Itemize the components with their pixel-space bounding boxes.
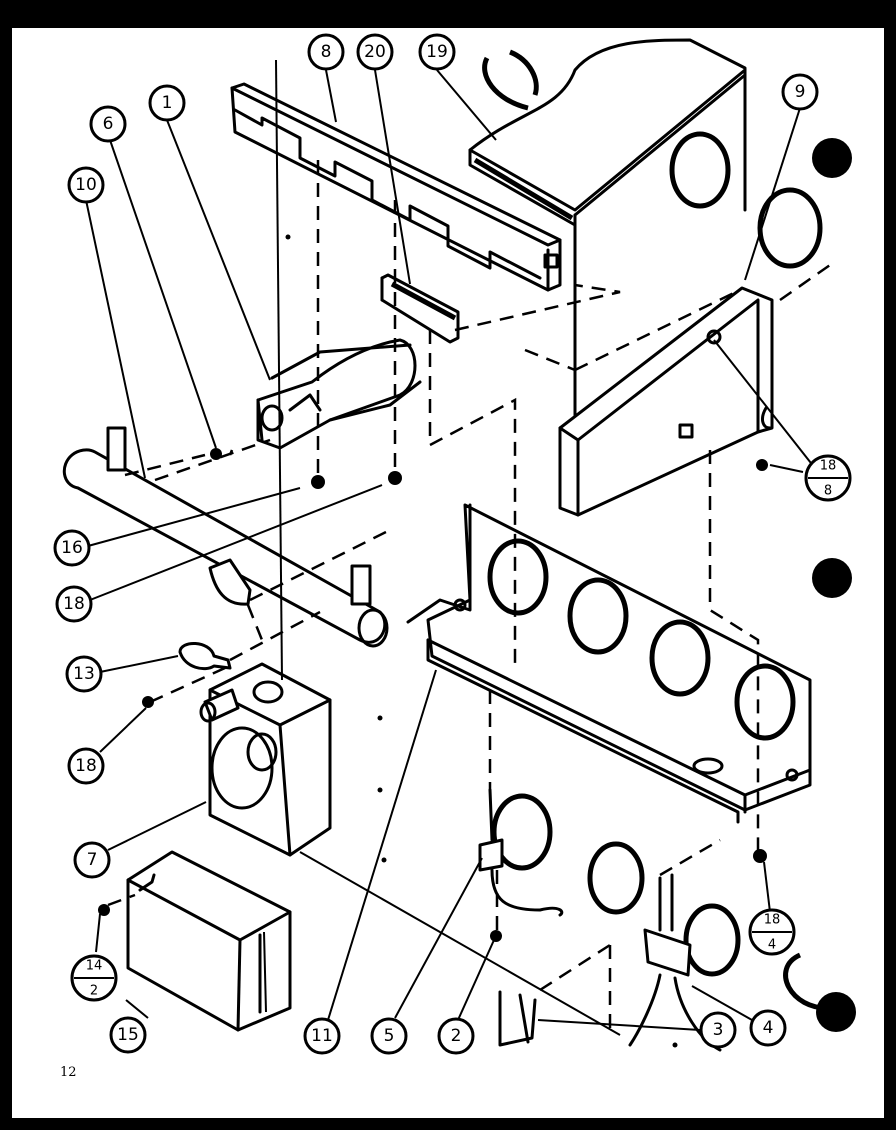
callout-8: 8: [307, 33, 345, 71]
part-4-ignitor: [628, 873, 722, 1052]
leader-lines: [85, 69, 819, 1031]
callout-15: 15: [109, 1016, 147, 1054]
callout-fraction-14-2-numerator: 14: [86, 959, 103, 974]
part-1-burner: [256, 338, 422, 450]
callout-18-b: 18: [67, 747, 105, 785]
part-13-clamp: [178, 642, 232, 671]
page-number: 12: [60, 1065, 77, 1080]
part-3-bracket: [498, 990, 537, 1047]
part-11-burner-shelf: [406, 503, 812, 824]
callout-fraction-18-8-numerator: 18: [820, 459, 837, 474]
gasket-ring-lower-4: [783, 952, 831, 1011]
callout-9-label: 9: [795, 82, 806, 102]
callout-2: 2: [437, 1017, 475, 1055]
gasket-ring-lower-1: [491, 793, 553, 871]
registration-dot-top: [812, 138, 852, 178]
callout-5-label: 5: [384, 1026, 395, 1046]
callout-fraction-18-4-numerator: 18: [764, 913, 781, 928]
callout-16: 16: [53, 529, 91, 567]
registration-dot-middle: [812, 558, 852, 598]
callout-9: 9: [781, 73, 819, 111]
callout-11: 11: [303, 1017, 341, 1055]
callout-18-a-label: 18: [63, 594, 85, 614]
callout-3-label: 3: [713, 1020, 724, 1040]
gasket-ring-upper: [757, 187, 823, 269]
callout-fraction-18-4: 18 4: [748, 908, 796, 956]
part-19-top-cover: [468, 38, 747, 442]
callout-4-label: 4: [763, 1018, 774, 1038]
callout-5: 5: [370, 1017, 408, 1055]
callout-16-label: 16: [61, 538, 83, 558]
callout-6: 6: [89, 105, 127, 143]
callout-18-a: 18: [55, 585, 93, 623]
callout-10-label: 10: [75, 175, 97, 195]
callout-10: 10: [67, 166, 105, 204]
callout-7: 7: [73, 841, 111, 879]
callout-7-label: 7: [87, 850, 98, 870]
part-5-pilot: [478, 788, 564, 917]
callout-fraction-14-2-denominator: 2: [90, 984, 98, 999]
callout-3: 3: [699, 1011, 737, 1049]
callout-19: 19: [418, 33, 456, 71]
part-8-stepped-bracket: [230, 82, 562, 292]
callout-18-b-label: 18: [75, 756, 97, 776]
callout-4: 4: [749, 1009, 787, 1047]
part-7-gas-valve: [199, 662, 332, 857]
callout-8-label: 8: [321, 42, 332, 62]
gasket-ring-lower-2: [587, 841, 645, 915]
gasket-ring-lower-3: [683, 903, 741, 977]
callout-fraction-18-8: 18 8: [804, 454, 852, 502]
callout-1-label: 1: [162, 93, 173, 113]
callout-6-label: 6: [103, 114, 114, 134]
callout-1: 1: [148, 84, 186, 122]
callout-fraction-18-8-denominator: 8: [824, 484, 832, 499]
assembly-line-vertical: [275, 59, 283, 681]
callout-fraction-14-2: 14 2: [70, 954, 118, 1002]
callout-2-label: 2: [451, 1026, 462, 1046]
assembly-line-diagonal: [299, 851, 621, 1036]
callout-20-label: 20: [364, 42, 386, 62]
callout-11-label: 11: [311, 1026, 333, 1046]
callout-15-label: 15: [117, 1025, 139, 1045]
callout-20: 20: [356, 33, 394, 71]
callout-13-label: 13: [73, 664, 95, 684]
alignment-lines: [107, 160, 831, 1030]
callout-fraction-18-4-denominator: 4: [768, 938, 776, 953]
part-20-small-bracket: [380, 273, 460, 344]
screws: [98, 234, 768, 1048]
registration-dot-bottom: [816, 992, 856, 1032]
part-15-control-box: [126, 850, 292, 1032]
callout-13: 13: [65, 655, 103, 693]
callout-19-label: 19: [426, 42, 448, 62]
